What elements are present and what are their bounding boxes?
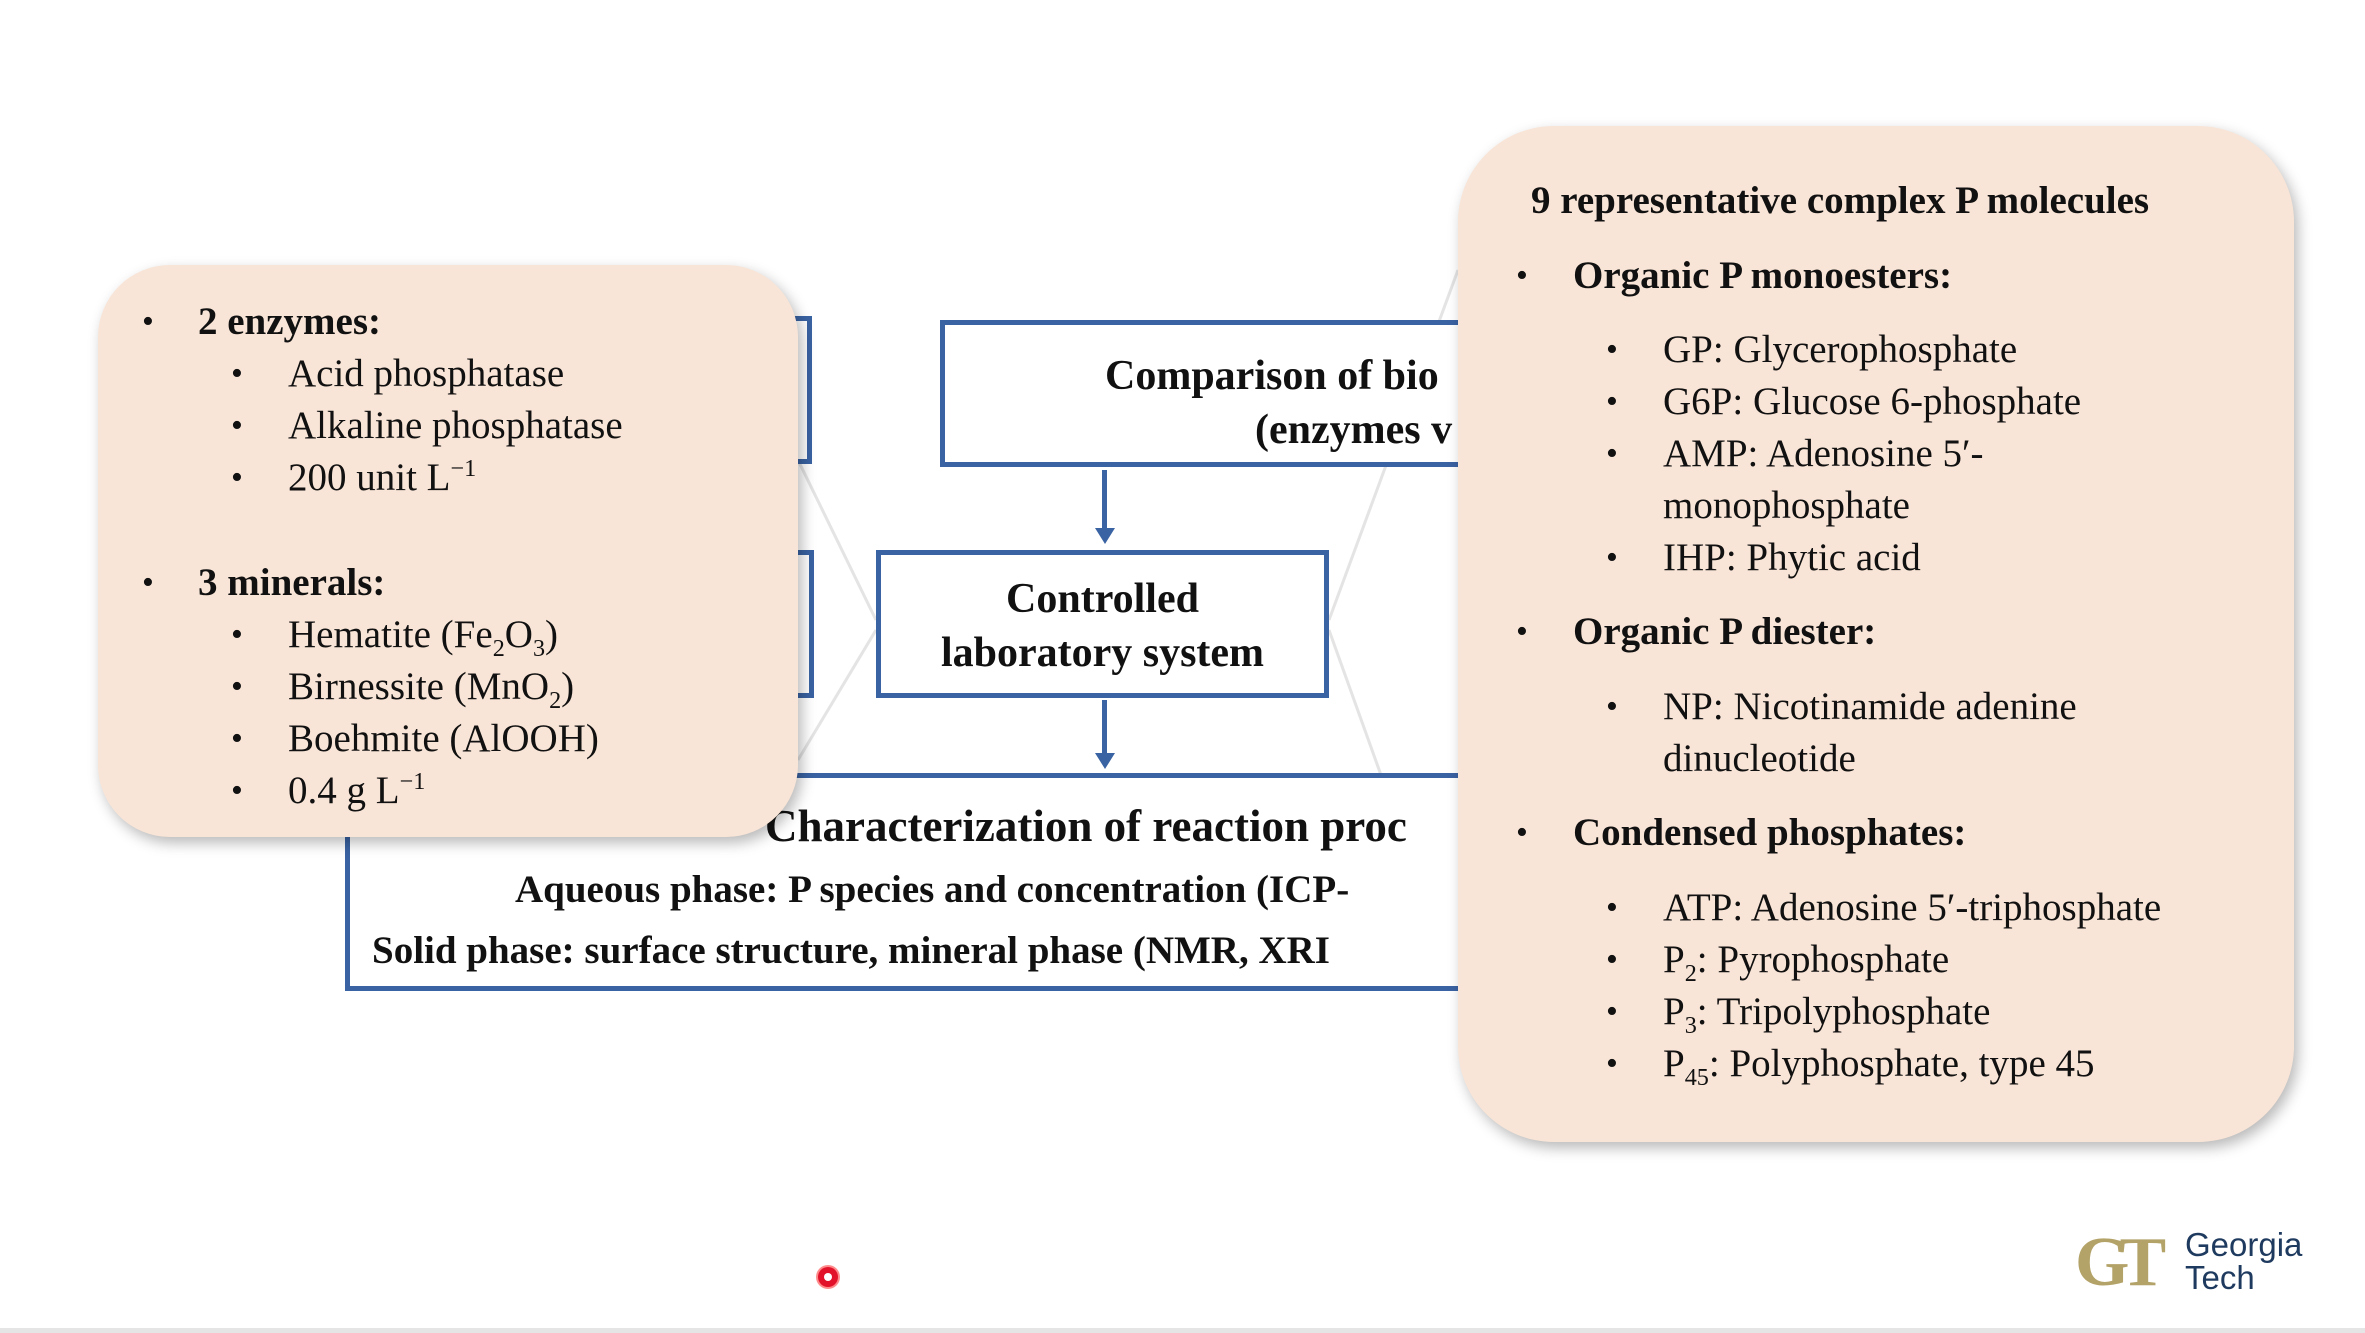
p3-rest: : Tripolyphosphate [1696,990,1991,1033]
monoester-item: GP: Glycerophosphate [1663,328,2018,371]
bullet: • [1606,1045,1618,1082]
hematite-b: O [504,613,533,656]
condensed-heading: Condensed phosphates: [1573,811,1967,854]
bullet: • [1516,814,1528,851]
p45-sub: 45 [1684,1063,1709,1091]
conditions-callout: • 2 enzymes: • Acid phosphatase • Alkali… [98,265,798,837]
solid-phase-text: Solid phase: surface structure, mineral … [372,929,1330,972]
bullet: • [1606,539,1618,576]
monoester-item: AMP: Adenosine 5′- [1663,432,1984,475]
enzyme-dose-text: 200 unit L [288,456,451,499]
condensed-item-p45: P45: Polyphosphate, type 45 [1663,1038,2095,1090]
bullet: • [231,407,243,444]
molecules-callout: 9 representative complex P molecules • O… [1458,126,2294,1142]
bullet: • [1606,688,1618,725]
mineral-birnessite: Birnessite (MnO2) [288,661,574,713]
condensed-item-atp: ATP: Adenosine 5′-triphosphate [1663,886,2162,929]
mineral-dose: 0.4 g L−1 [288,765,425,817]
laser-pointer-icon [818,1267,838,1287]
p2-rest: : Pyrophosphate [1696,938,1950,981]
controlled-line-2: laboratory system [940,630,1265,676]
bullet: • [231,772,243,809]
aqueous-phase-text: Aqueous phase: P species and concentrati… [515,868,1350,911]
connector-line [796,459,878,621]
comparison-line-2: (enzymes v [1255,407,1453,453]
bullet: • [142,303,154,340]
arrow-head [1095,753,1115,769]
diester-heading: Organic P diester: [1573,610,1877,653]
enzyme-item: Alkaline phosphatase [288,404,623,447]
diester-item-continued: dinucleotide [1663,737,1856,780]
bullet: • [1606,435,1618,472]
logo-line-1: Georgia [2185,1226,2303,1263]
bullet: • [1606,331,1618,368]
arrow-head [1095,528,1115,544]
georgia-tech-logo: GT Georgia Tech [2075,1228,2315,1298]
gt-monogram-icon: GT [2075,1224,2166,1301]
bullet: • [231,459,243,496]
comparison-line-1: Comparison of bio [1105,353,1439,399]
minerals-heading: 3 minerals: [198,561,386,604]
molecules-title: 9 representative complex P molecules [1531,179,2150,222]
mineral-hematite: Hematite (Fe2O3) [288,609,558,661]
bullet: • [231,668,243,705]
birnessite-a: Birnessite (MnO [288,665,550,708]
p2-sub: 2 [1684,959,1697,987]
p45-symbol: P [1663,1042,1685,1085]
hematite-c: ) [545,613,559,656]
bullet: • [1516,257,1528,294]
hematite-a: Hematite (Fe [288,613,493,656]
bottom-bar [0,1328,2365,1333]
mineral-dose-text: 0.4 g L [288,769,400,812]
birnessite-c: ) [561,665,575,708]
enzyme-dose: 200 unit L−1 [288,452,476,504]
bullet: • [1516,613,1528,650]
comparison-box: Comparison of bio (enzymes v [940,320,1540,467]
controlled-system-box: Controlled laboratory system [876,550,1329,698]
characterization-title: Characterization of reaction proc [765,801,1407,851]
logo-line-2: Tech [2185,1259,2255,1296]
bullet: • [1606,941,1618,978]
monoester-item: IHP: Phytic acid [1663,536,1921,579]
p2-symbol: P [1663,938,1685,981]
monoester-item: G6P: Glucose 6-phosphate [1663,380,2082,423]
monoesters-heading: Organic P monoesters: [1573,254,1953,297]
bullet: • [1606,889,1618,926]
condensed-item-p3: P3: Tripolyphosphate [1663,986,1990,1038]
logo-text: Georgia Tech [2185,1228,2302,1294]
bullet: • [142,564,154,601]
condensed-item-p2: P2: Pyrophosphate [1663,934,1949,986]
connector-line [796,629,878,761]
p3-symbol: P [1663,990,1685,1033]
arrow-line [1102,470,1107,530]
monoester-item-continued: monophosphate [1663,484,1910,527]
bullet: • [231,720,243,757]
mineral-dose-sup: −1 [399,768,426,795]
controlled-line-1: Controlled [1006,576,1199,622]
diester-item: NP: Nicotinamide adenine [1663,685,2077,728]
birnessite-sub: 2 [549,686,562,714]
enzyme-dose-sup: −1 [450,455,477,482]
mineral-boehmite: Boehmite (AlOOH) [288,717,599,760]
hematite-sub1: 2 [492,634,505,662]
p45-rest: : Polyphosphate, type 45 [1708,1042,2095,1085]
p3-sub: 3 [1684,1011,1697,1039]
arrow-line [1102,700,1107,755]
bullet: • [1606,993,1618,1030]
enzymes-heading: 2 enzymes: [198,300,382,343]
hematite-sub2: 3 [532,634,546,662]
bullet: • [231,355,243,392]
bullet: • [231,616,243,653]
bullet: • [1606,383,1618,420]
characterization-box: Characterization of reaction proc Aqueou… [345,773,1585,991]
enzyme-item: Acid phosphatase [288,352,565,395]
